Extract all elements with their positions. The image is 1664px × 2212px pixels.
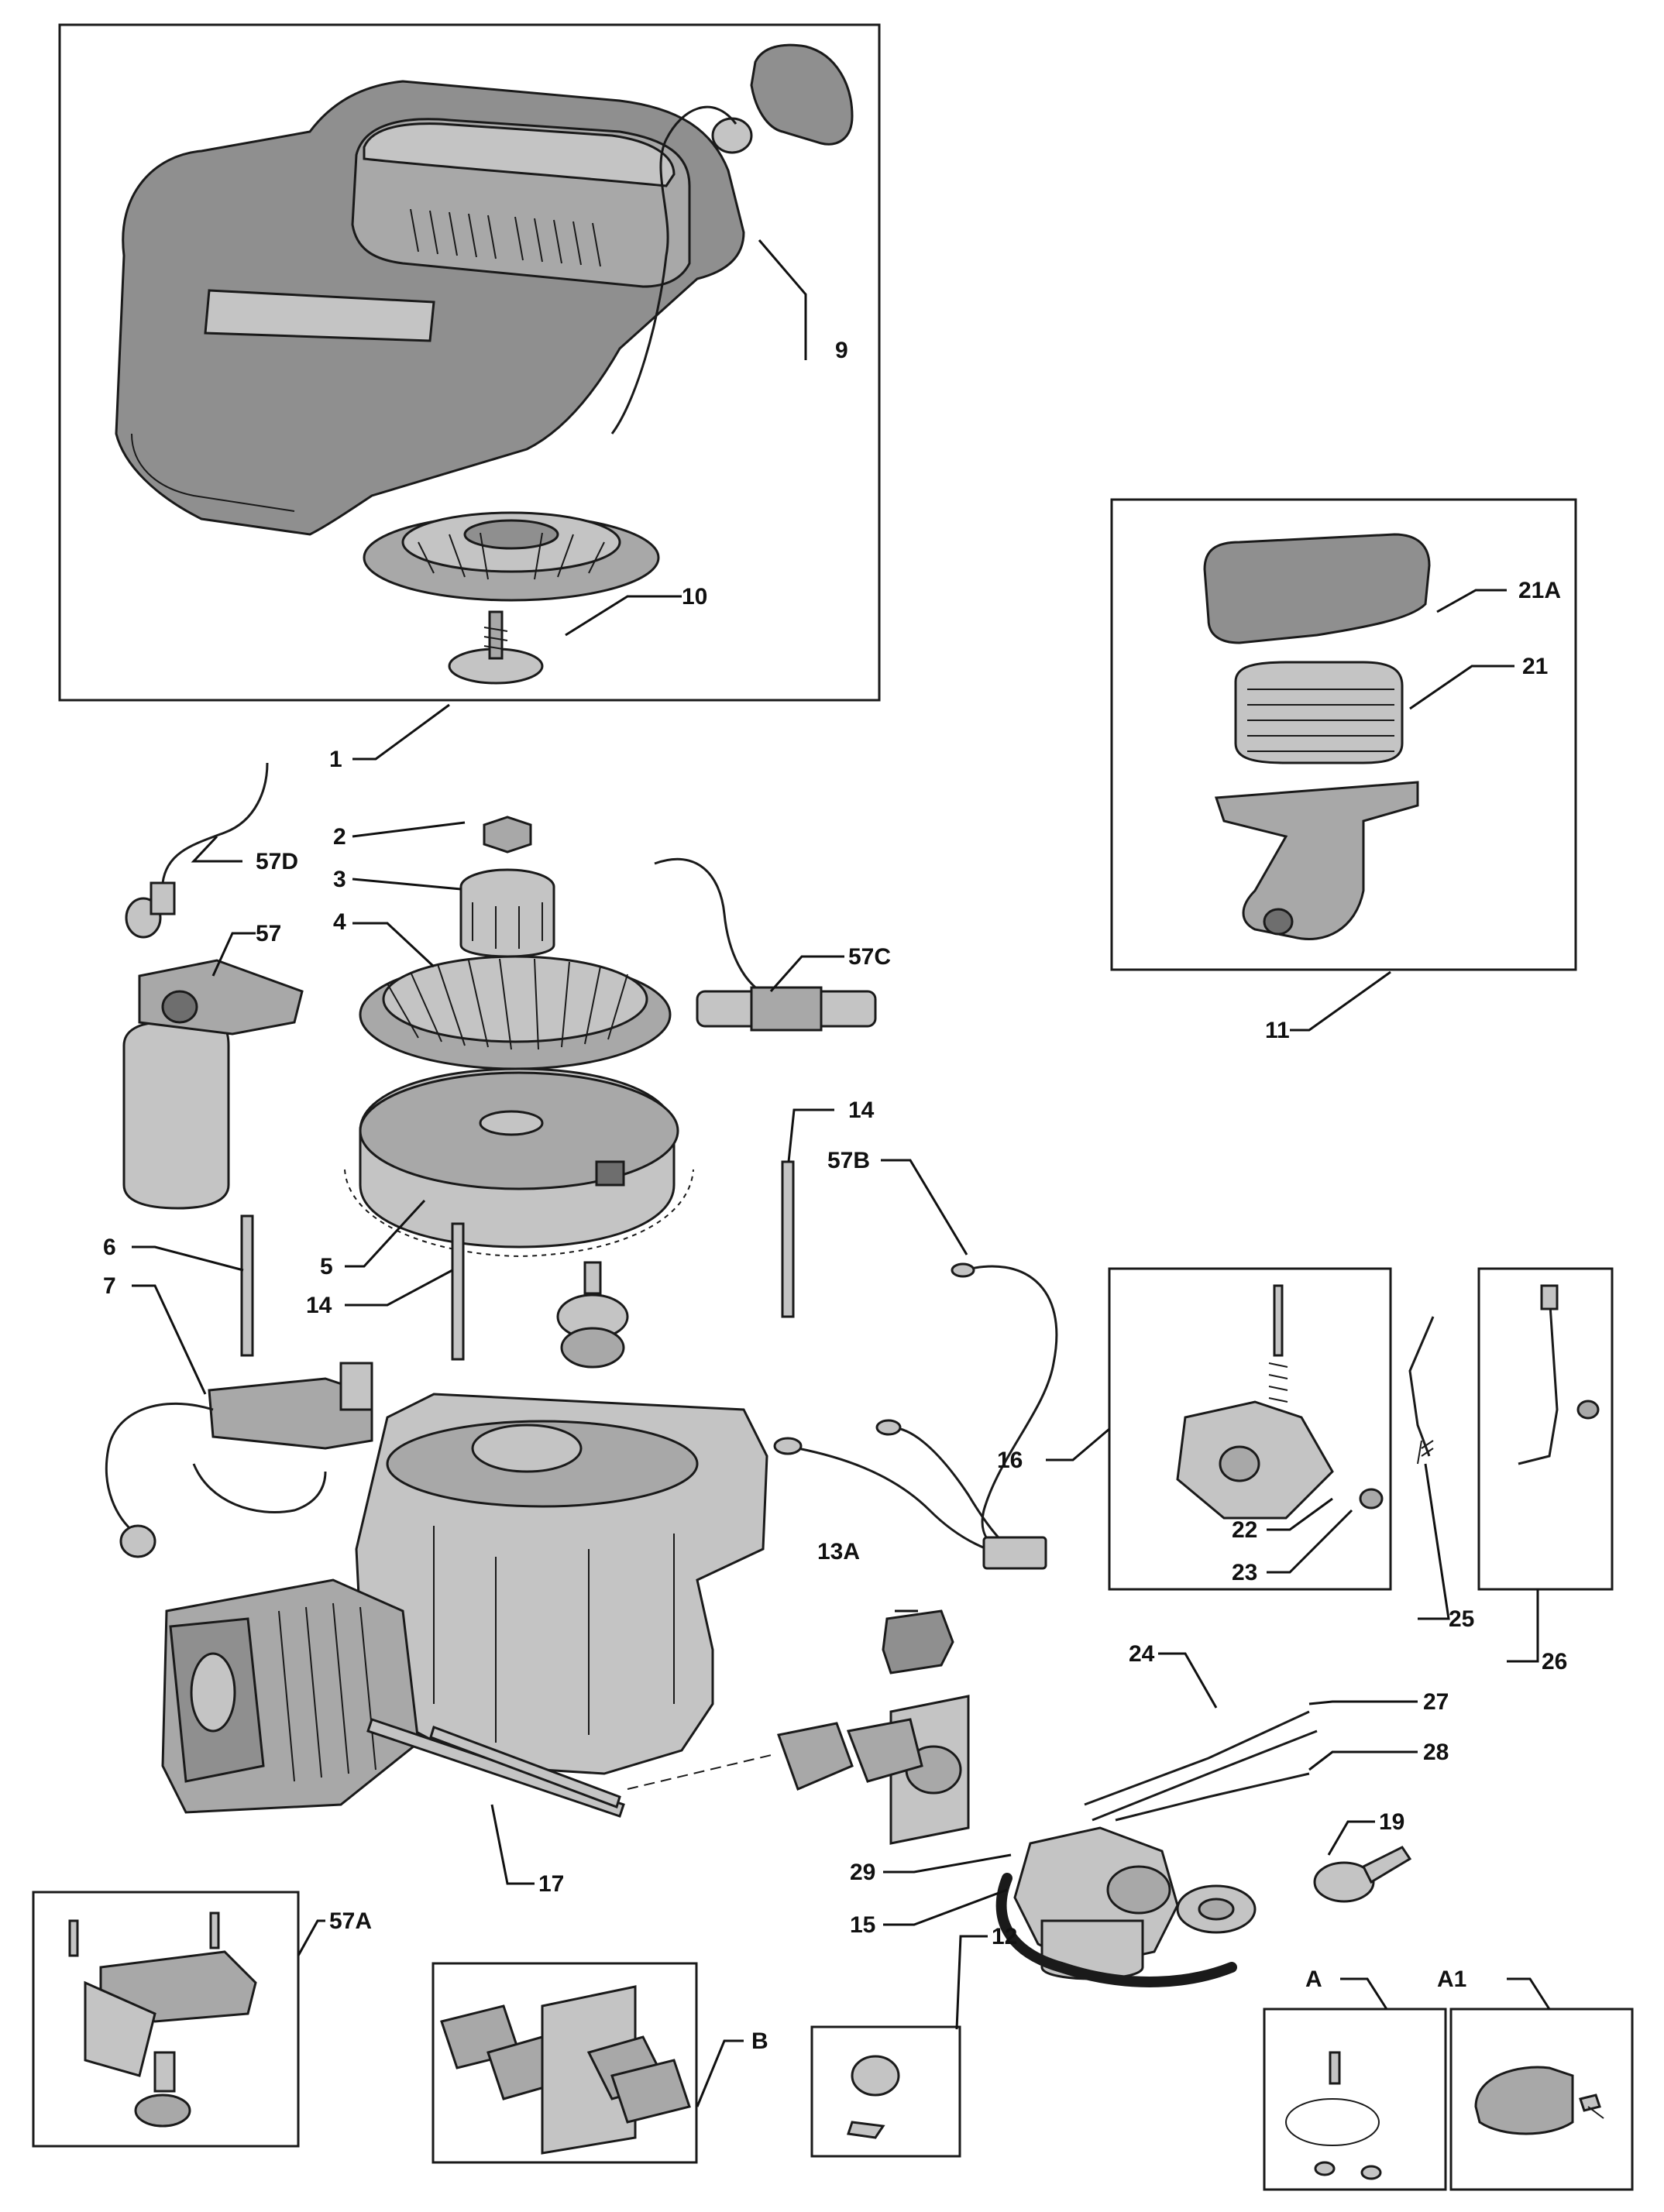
label-7: 7 <box>103 1273 116 1299</box>
starter-kit-parts <box>68 1911 257 2128</box>
head-bolts <box>366 1718 625 1818</box>
gasket-kit-parts <box>440 1985 691 2155</box>
label-21A: 21A <box>1518 578 1561 603</box>
starter-handle <box>610 43 854 434</box>
recoil-starter-cover <box>115 80 745 586</box>
governor-bracket <box>1176 1284 1384 1520</box>
label-6: 6 <box>103 1235 116 1260</box>
carburetor <box>1013 1826 1179 1980</box>
throttle-lever <box>1518 1284 1600 1465</box>
label-25: 25 <box>1449 1606 1474 1632</box>
label-57A: 57A <box>329 1908 372 1934</box>
label-29: 29 <box>850 1860 875 1885</box>
cam-kit-frame <box>810 2025 961 2158</box>
label-A1: A1 <box>1437 1966 1466 1992</box>
spark-plug-wire <box>125 762 269 939</box>
air-filter-base <box>1214 781 1419 940</box>
label-13A: 13A <box>817 1539 860 1565</box>
label-14-right: 14 <box>848 1097 875 1123</box>
throttle-rods <box>1084 1710 1318 1822</box>
starter-cup <box>459 868 555 958</box>
label-57C: 57C <box>848 944 891 970</box>
air-filter-cover <box>1203 533 1431 644</box>
flywheel-nut <box>483 816 532 854</box>
leader-lines <box>132 239 1551 2107</box>
label-16: 16 <box>997 1448 1023 1473</box>
intake-gaskets <box>777 1695 970 1845</box>
label-1: 1 <box>329 747 342 772</box>
label-4: 4 <box>333 909 346 935</box>
label-5: 5 <box>320 1254 333 1279</box>
weight-kit-parts <box>1474 2066 1604 2135</box>
label-9: 9 <box>835 338 848 363</box>
label-11: 11 <box>1265 1018 1290 1043</box>
label-10: 10 <box>682 584 707 610</box>
camshaft-gear <box>556 1261 629 1369</box>
mounting-stud-6 <box>240 1214 254 1357</box>
label-19: 19 <box>1379 1809 1404 1835</box>
label-57D: 57D <box>256 849 298 874</box>
label-17: 17 <box>538 1871 564 1897</box>
label-57: 57 <box>256 921 281 946</box>
wiring-harness <box>773 1262 1058 1570</box>
label-3: 3 <box>333 867 346 892</box>
cooling-fan <box>359 955 672 1070</box>
stop-switch <box>882 1609 954 1674</box>
label-28: 28 <box>1423 1740 1449 1765</box>
seal-kit-frame <box>1263 2008 1447 2191</box>
cam-kit-parts <box>847 2055 900 2139</box>
engine-block <box>355 1393 768 1775</box>
starter-cover-frame <box>58 23 881 702</box>
primer-bulb <box>1313 1846 1412 1903</box>
starter-pulley <box>363 511 660 602</box>
label-2: 2 <box>333 824 346 850</box>
label-12: 12 <box>992 1924 1017 1949</box>
label-21: 21 <box>1522 654 1548 679</box>
label-15: 15 <box>850 1912 875 1938</box>
mounting-stud-upper <box>781 1160 795 1318</box>
cylinder-head <box>161 1578 420 1814</box>
linkage-frame <box>1477 1267 1614 1591</box>
label-A: A <box>1305 1966 1322 1992</box>
starter-pawl-cup <box>448 610 544 685</box>
label-14-left: 14 <box>306 1293 332 1318</box>
throttle-spring <box>1408 1316 1435 1465</box>
seal-kit-parts <box>1285 2051 1382 2180</box>
air-filter-element <box>1234 661 1404 764</box>
label-27: 27 <box>1423 1689 1449 1715</box>
label-24: 24 <box>1129 1641 1155 1667</box>
label-22: 22 <box>1232 1517 1257 1543</box>
label-B: B <box>751 2028 768 2054</box>
starter-motor <box>122 959 304 1210</box>
alignment-line <box>627 1753 775 1790</box>
ignition-coil <box>105 1362 373 1558</box>
flywheel <box>344 1067 694 1258</box>
air-filter-frame <box>1110 498 1577 971</box>
weight-kit-frame <box>1449 2008 1634 2191</box>
starter-kit-frame <box>32 1891 300 2148</box>
carb-gasket <box>1176 1884 1257 1934</box>
label-26: 26 <box>1542 1649 1567 1674</box>
mounting-stud-lower <box>451 1222 465 1361</box>
rectifier-module <box>654 857 877 1032</box>
label-57B: 57B <box>827 1148 870 1173</box>
gasket-kit-frame <box>431 1962 698 2164</box>
label-23: 23 <box>1232 1560 1257 1585</box>
fuel-hose <box>995 1873 1237 1987</box>
